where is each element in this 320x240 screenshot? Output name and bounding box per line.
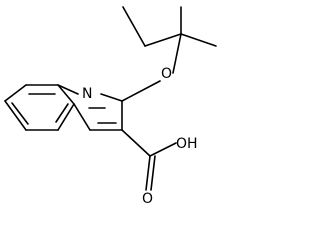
- bond-benzene-1: [4, 84, 27, 102]
- ether-oxygen-label: O: [161, 66, 172, 82]
- hydroxyl-label: OH: [176, 136, 198, 152]
- bond-carboxyl-carbonyl-1: [145, 155, 151, 191]
- bond-c2-o: [121, 80, 161, 102]
- bond-benzene-6: [4, 100, 27, 131]
- bond-quaternary-ethyl: [144, 33, 182, 47]
- bond-ethyl-terminal: [122, 6, 146, 47]
- bond-benzene-inner-3: [55, 103, 69, 123]
- bond-pyridine-2: [100, 93, 123, 102]
- atom-labels: N O OH O: [82, 66, 198, 207]
- bond-benzene-4: [57, 103, 75, 131]
- bond-pyridine-5: [73, 103, 91, 131]
- bond-o-quaternary: [172, 33, 182, 74]
- bond-quaternary-methyl-right: [180, 33, 217, 47]
- bond-carboxyl-carbonyl-2: [150, 155, 156, 191]
- bonds: [4, 6, 217, 191]
- chemical-structure: N O OH O: [4, 6, 217, 207]
- bond-benzene-inner-2: [11, 102, 29, 125]
- carbonyl-oxygen-label: O: [142, 191, 153, 207]
- nitrogen-label: N: [82, 86, 92, 102]
- bond-pyridine-1: [57, 84, 79, 95]
- bond-benzene-3: [57, 84, 75, 105]
- bond-ring-carboxyl: [121, 129, 151, 157]
- bond-carboxyl-hydroxyl: [149, 142, 177, 157]
